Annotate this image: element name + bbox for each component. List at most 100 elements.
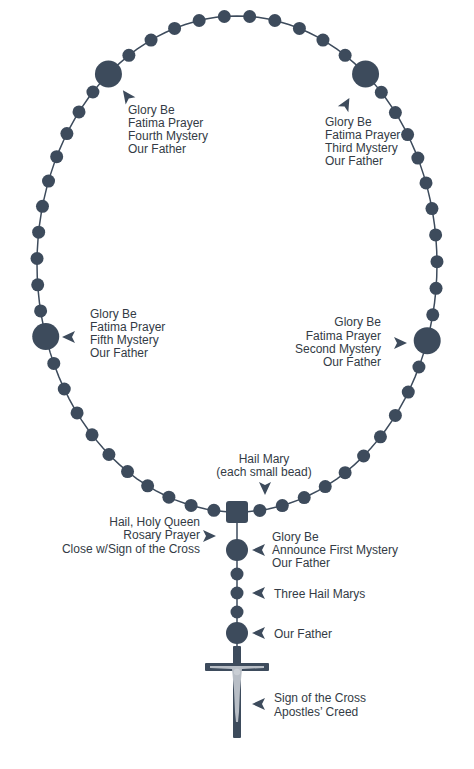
small-bead bbox=[375, 86, 388, 99]
prayer-label: Our Father bbox=[90, 347, 148, 360]
small-bead bbox=[411, 152, 424, 165]
small-bead bbox=[102, 448, 115, 461]
small-bead bbox=[231, 587, 244, 600]
prayer-label: Sign of the Cross bbox=[274, 692, 366, 705]
small-bead bbox=[357, 449, 370, 462]
large-bead bbox=[32, 323, 59, 350]
pointer-arrow bbox=[252, 587, 265, 599]
prayer-label: Hail, Holy Queen bbox=[109, 516, 200, 529]
small-bead bbox=[73, 105, 86, 118]
small-bead bbox=[316, 34, 329, 47]
pointer-arrow bbox=[252, 698, 265, 710]
center-piece bbox=[226, 501, 248, 523]
small-bead bbox=[268, 14, 281, 27]
small-bead bbox=[86, 428, 99, 441]
small-bead bbox=[426, 308, 439, 321]
prayer-label: Fatima Prayer bbox=[128, 117, 203, 130]
small-bead bbox=[298, 491, 311, 504]
small-bead bbox=[121, 465, 134, 478]
small-bead bbox=[86, 86, 99, 99]
corpus bbox=[210, 666, 264, 722]
small-bead bbox=[402, 386, 415, 399]
prayer-label: Glory Be bbox=[325, 116, 372, 129]
small-bead bbox=[276, 499, 289, 512]
small-bead bbox=[319, 480, 332, 493]
prayer-label: Fatima Prayer bbox=[306, 330, 381, 343]
corpus-head bbox=[234, 669, 240, 675]
prayer-label: Our Father bbox=[274, 628, 332, 641]
pointer-arrow bbox=[118, 87, 135, 105]
small-bead bbox=[71, 406, 84, 419]
small-bead bbox=[389, 106, 402, 119]
prayer-label: Rosary Prayer bbox=[123, 529, 200, 542]
prayer-label: Third Mystery bbox=[325, 142, 398, 155]
small-bead bbox=[193, 14, 206, 27]
large-bead bbox=[414, 327, 441, 354]
small-bead bbox=[31, 252, 44, 265]
prayer-label: Close w/Sign of the Cross bbox=[62, 543, 200, 556]
pointer-arrow bbox=[203, 530, 216, 542]
small-bead bbox=[253, 504, 266, 517]
small-bead bbox=[374, 430, 387, 443]
prayer-label: Glory Be bbox=[90, 308, 137, 321]
small-bead bbox=[162, 491, 175, 504]
small-bead bbox=[389, 409, 402, 422]
prayer-label: Our Father bbox=[128, 143, 186, 156]
small-bead bbox=[243, 10, 256, 23]
small-bead bbox=[430, 255, 443, 268]
small-bead bbox=[50, 150, 63, 163]
small-bead bbox=[218, 10, 231, 23]
prayer-label: Announce First Mystery bbox=[272, 544, 398, 557]
small-bead bbox=[185, 499, 198, 512]
prayer-label: Fatima Prayer bbox=[325, 129, 400, 142]
pointer-arrow bbox=[252, 544, 265, 556]
large-bead bbox=[226, 539, 248, 561]
small-bead bbox=[32, 226, 45, 239]
small-bead bbox=[31, 278, 44, 291]
prayer-label: Second Mystery bbox=[295, 343, 381, 356]
small-bead bbox=[420, 176, 433, 189]
prayer-label: Glory Be bbox=[128, 104, 175, 117]
prayer-label: Glory Be bbox=[334, 316, 381, 329]
small-bead bbox=[168, 22, 181, 35]
small-bead bbox=[34, 304, 47, 317]
pointer-arrows bbox=[62, 87, 407, 710]
pointer-arrow bbox=[394, 337, 407, 349]
small-bead bbox=[429, 228, 442, 241]
small-bead bbox=[122, 49, 135, 62]
pointer-arrow bbox=[338, 95, 355, 112]
crucifix bbox=[205, 646, 269, 738]
large-bead bbox=[352, 61, 379, 88]
small-bead bbox=[207, 504, 220, 517]
prayer-label: Apostles’ Creed bbox=[274, 706, 358, 719]
small-bead bbox=[412, 361, 425, 374]
small-bead bbox=[42, 175, 55, 188]
prayer-label: Three Hail Marys bbox=[274, 588, 365, 601]
small-bead bbox=[60, 127, 73, 140]
pointer-arrow bbox=[252, 627, 265, 639]
rosary-beads bbox=[31, 10, 444, 644]
prayer-label: Glory Be bbox=[272, 531, 319, 544]
small-bead bbox=[231, 606, 244, 619]
large-bead bbox=[95, 61, 122, 88]
chain-loop bbox=[37, 16, 437, 512]
small-bead bbox=[231, 568, 244, 581]
prayer-label: Our Father bbox=[272, 557, 330, 570]
prayer-label: Fatima Prayer bbox=[90, 321, 165, 334]
small-bead bbox=[430, 282, 443, 295]
small-bead bbox=[58, 383, 71, 396]
prayer-label: (each small bead) bbox=[216, 466, 311, 479]
large-bead bbox=[226, 622, 248, 644]
small-bead bbox=[145, 34, 158, 47]
prayer-label: Our Father bbox=[325, 155, 383, 168]
small-bead bbox=[401, 128, 414, 141]
prayer-label: Fourth Mystery bbox=[128, 130, 208, 143]
small-bead bbox=[47, 357, 60, 370]
pointer-arrow bbox=[259, 482, 271, 495]
prayer-label: Fifth Mystery bbox=[90, 334, 159, 347]
prayer-label: Our Father bbox=[323, 356, 381, 369]
small-bead bbox=[36, 200, 49, 213]
cross-top bbox=[234, 655, 241, 662]
